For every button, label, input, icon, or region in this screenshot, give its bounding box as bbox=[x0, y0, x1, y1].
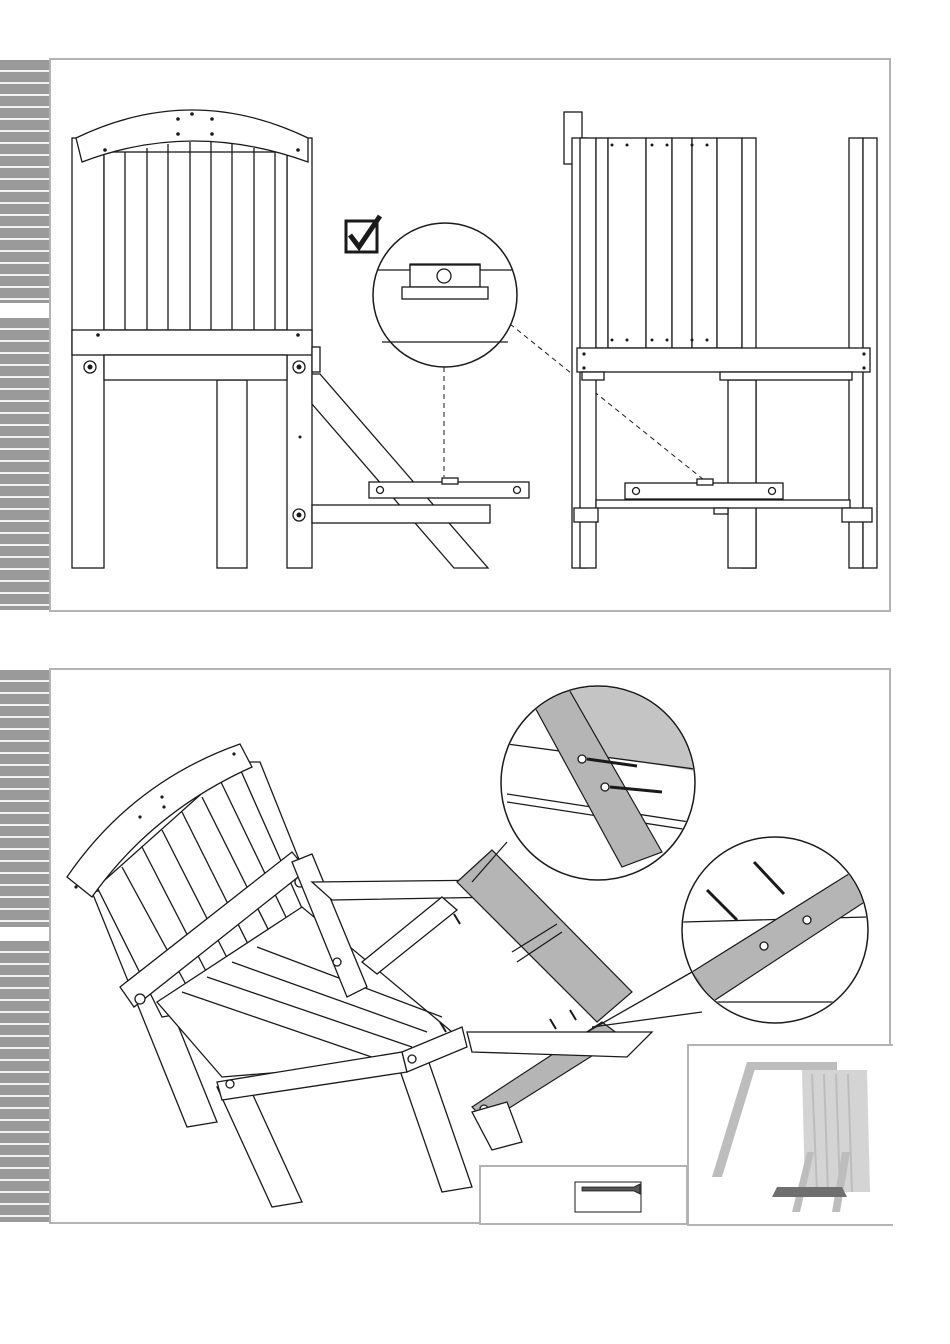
step-1-illustration bbox=[51, 60, 893, 614]
side-view bbox=[564, 112, 877, 568]
orientation-thumbnail bbox=[688, 1045, 893, 1225]
side-tab-2 bbox=[0, 318, 49, 610]
screw-detail-magnifier-1 bbox=[472, 686, 702, 882]
screw-icon bbox=[575, 1182, 641, 1212]
side-tab-4 bbox=[0, 941, 49, 1222]
step-1-panel bbox=[49, 58, 891, 612]
check-mark-icon bbox=[346, 216, 380, 252]
side-tab-3 bbox=[0, 670, 49, 927]
side-tab-1 bbox=[0, 60, 49, 303]
hardware-box bbox=[480, 1166, 687, 1224]
step-2-illustration bbox=[51, 670, 893, 1226]
step-2-panel bbox=[49, 668, 891, 1224]
